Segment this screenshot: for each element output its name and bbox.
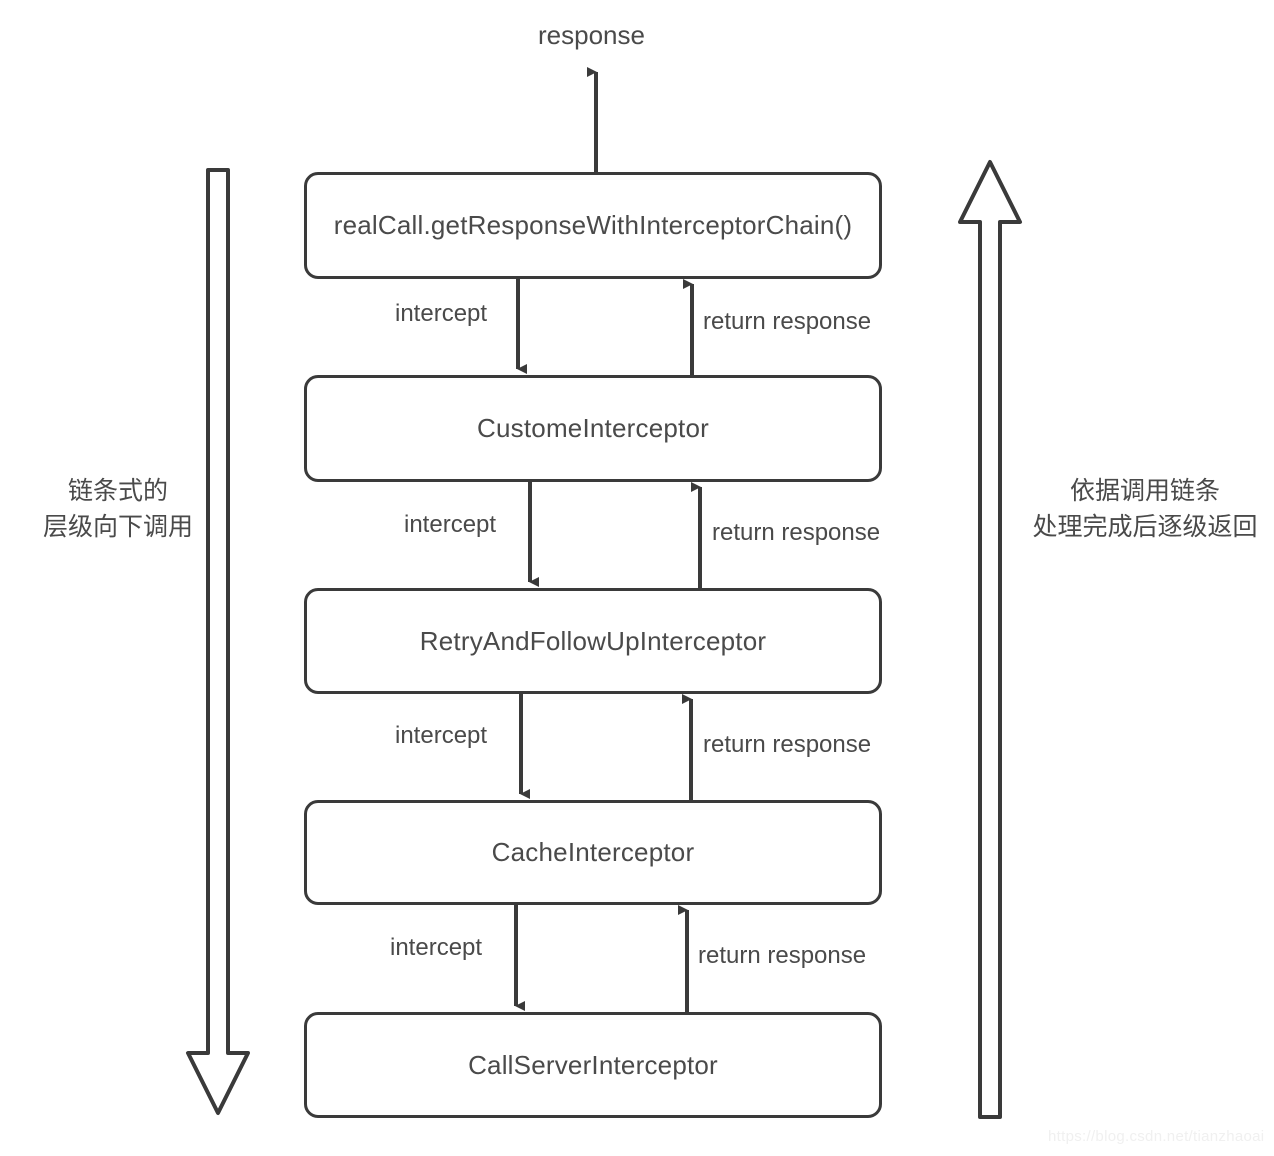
response-label: response [538,20,645,50]
node-cache-interceptor[interactable]: CacheInterceptor [304,800,882,905]
left-side-note: 链条式的 层级向下调用 [40,474,196,545]
edge-label-return-response-4: return response [698,942,867,969]
chain-up-block-arrow [958,160,1022,1119]
watermark-text: https://blog.csdn.net/tianzhaoai [1048,1128,1265,1145]
edge-label-return-response-1: return response [703,308,872,335]
edge-label-intercept-2: intercept [404,511,497,538]
edge-label-intercept-1: intercept [395,300,488,327]
node-call-server-interceptor-label: CallServerInterceptor [468,1049,718,1080]
node-custome-interceptor-label: CustomeInterceptor [477,413,709,443]
edge-label-return-response-2: return response [712,519,881,546]
node-custome-interceptor[interactable]: CustomeInterceptor [304,375,882,482]
left-side-note-line-2: 层级向下调用 [42,512,193,541]
node-call-server-interceptor[interactable]: CallServerInterceptor [304,1012,882,1118]
chain-down-block-arrow [186,168,250,1115]
right-side-note-line-2: 处理完成后逐级返回 [1032,512,1258,541]
edge-label-intercept-4: intercept [390,934,483,961]
edge-label-return-response-3: return response [703,731,872,758]
node-real-call[interactable]: realCall.getResponseWithInterceptorChain… [304,172,882,279]
node-retry-and-follow-up-interceptor-label: RetryAndFollowUpInterceptor [419,625,767,656]
edge-label-intercept-3: intercept [395,722,488,749]
left-side-note-line-1: 链条式的 [67,477,168,505]
node-cache-interceptor-label: CacheInterceptor [491,837,695,867]
node-retry-and-follow-up-interceptor[interactable]: RetryAndFollowUpInterceptor [304,588,882,694]
right-side-note: 依据调用链条 处理完成后逐级返回 [1030,474,1260,545]
node-real-call-label: realCall.getResponseWithInterceptorChain… [333,210,853,240]
right-side-note-line-1: 依据调用链条 [1069,477,1220,505]
